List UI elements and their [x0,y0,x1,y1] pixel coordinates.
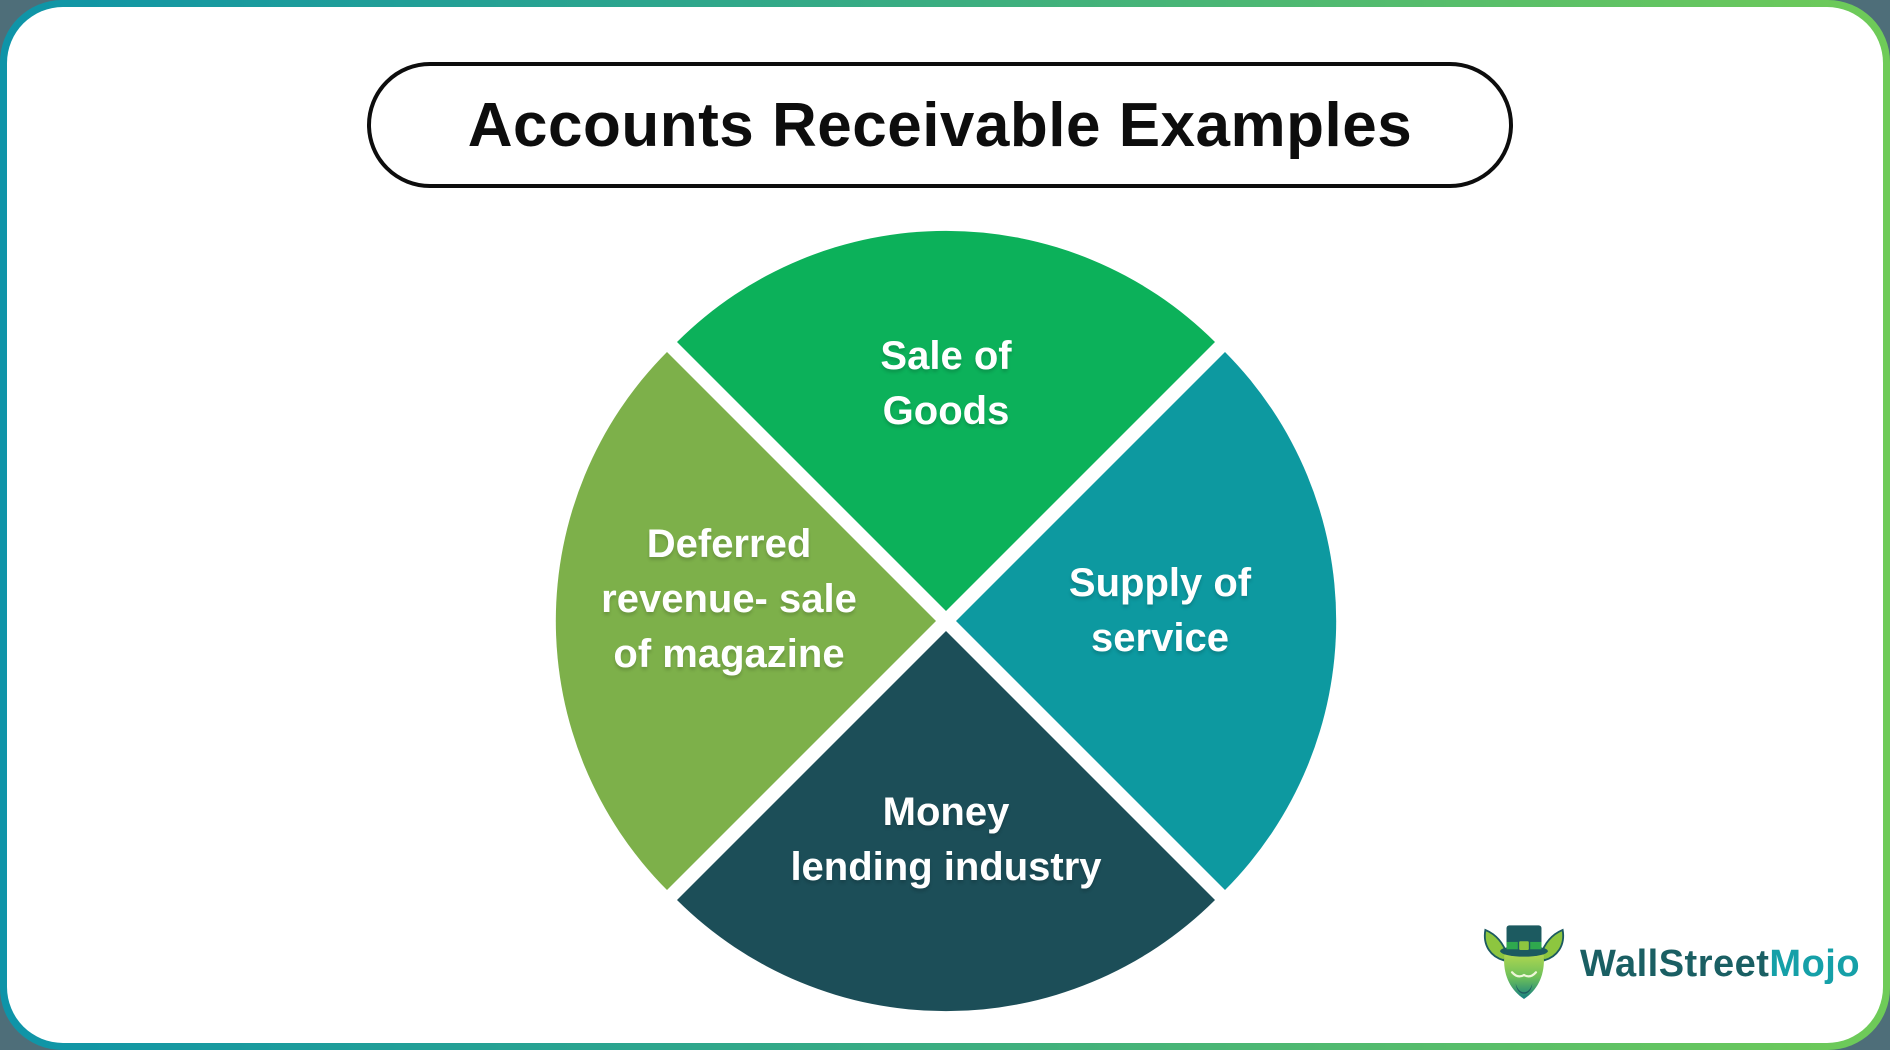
brand-wordmark: WallStreetMojo [1580,943,1860,986]
pie-slice-deferred-revenue [555,352,936,890]
slice-label-deferred-revenue: Deferred revenue- sale of magazine [601,522,857,676]
pie-slice-supply-of-service [956,352,1337,890]
slice-label-sale-of-goods: Sale of Goods [880,334,1012,433]
slice-label-money-lending-industry: Money lending industry [790,790,1102,889]
brand-part-wallstreet: WallStreet [1580,942,1770,985]
slice-label-supply-of-service: Supply of service [1068,561,1252,660]
page-title: Accounts Receivable Examples [467,90,1413,160]
wallstreetmojo-logo: WallStreetMojo [1478,918,1860,1010]
pie-slice-money-lending-industry [677,631,1215,1012]
brand-part-mojo: Mojo [1769,942,1861,985]
pie-slice-sale-of-goods [677,230,1215,612]
title-box: Accounts Receivable Examples [367,62,1513,188]
bull-mascot-icon [1483,925,1565,999]
